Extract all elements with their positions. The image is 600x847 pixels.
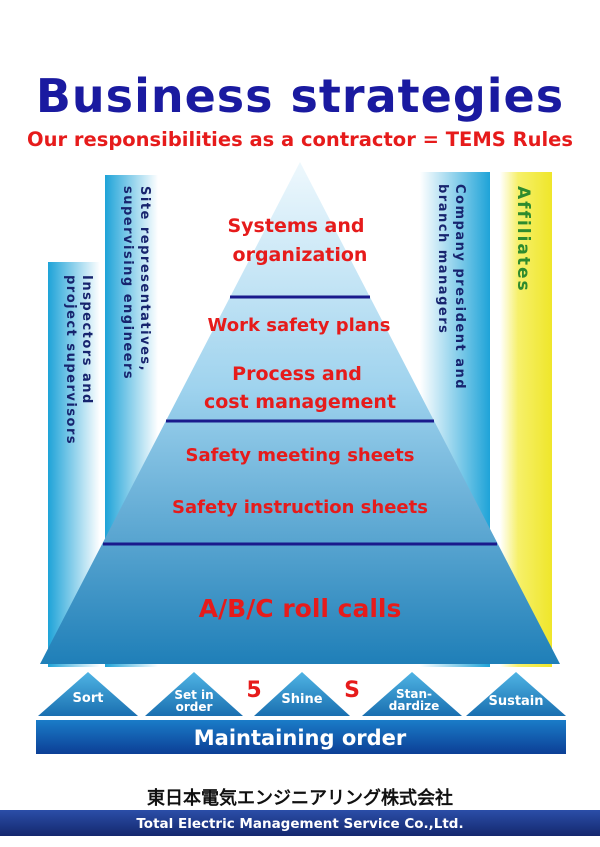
level-work-safety-plans: Work safety plans — [208, 315, 391, 336]
five-s-sort: Sort — [38, 672, 138, 716]
company-name-jp: 東日本電気エンジニアリング株式会社 — [147, 787, 453, 809]
five-s-number: 5 — [246, 678, 261, 703]
pillar-inspectors-line-1: Inspectors and — [79, 275, 94, 405]
pillar-site-reps-line-1: Site representatives, — [137, 186, 152, 372]
level-safety-instruction-sheets: Safety instruction sheets — [172, 497, 428, 518]
maintaining-order-label: Maintaining order — [194, 726, 407, 750]
five-s-standardize: Stan- dardize — [362, 672, 462, 716]
five-s-set-line-2: order — [176, 700, 213, 714]
five-s-stan-line-1: Stan- — [396, 687, 432, 701]
pyramid — [40, 162, 560, 664]
pillar-president-line-2: branch managers — [435, 184, 450, 334]
pillar-president-line-1: Company president and — [452, 184, 467, 390]
five-s-set-line-1: Set in — [174, 688, 213, 702]
level-roll-calls: A/B/C roll calls — [199, 594, 402, 623]
pillar-inspectors-line-2: project supervisors — [63, 275, 78, 445]
pillar-affiliates-label: Affiliates — [513, 186, 533, 293]
level-safety-meeting-sheets: Safety meeting sheets — [186, 445, 415, 466]
five-s-shine-label: Shine — [281, 692, 322, 707]
page-title: Business strategies — [36, 69, 564, 123]
five-s-sort-label: Sort — [73, 691, 104, 706]
company-name-en: Total Electric Management Service Co.,Lt… — [136, 816, 463, 832]
five-s-shine: Shine — [254, 672, 350, 716]
level-systems-line-2: organization — [233, 244, 368, 266]
maintaining-order-bar — [36, 720, 566, 754]
five-s-sustain: Sustain — [466, 672, 566, 716]
five-s-letter: S — [344, 678, 360, 703]
five-s-stan-line-2: dardize — [389, 699, 439, 713]
level-systems-line-1: Systems and — [227, 215, 364, 237]
company-footer-band — [0, 810, 600, 836]
page-subtitle: Our responsibilities as a contractor = T… — [27, 128, 573, 151]
pillar-site-reps-line-2: supervising engineers — [120, 186, 135, 380]
five-s-set-in-order: Set in order — [145, 672, 243, 716]
five-s-sustain-label: Sustain — [488, 694, 543, 709]
level-process-line-2: cost management — [204, 391, 396, 413]
level-process-line-1: Process and — [232, 363, 362, 385]
